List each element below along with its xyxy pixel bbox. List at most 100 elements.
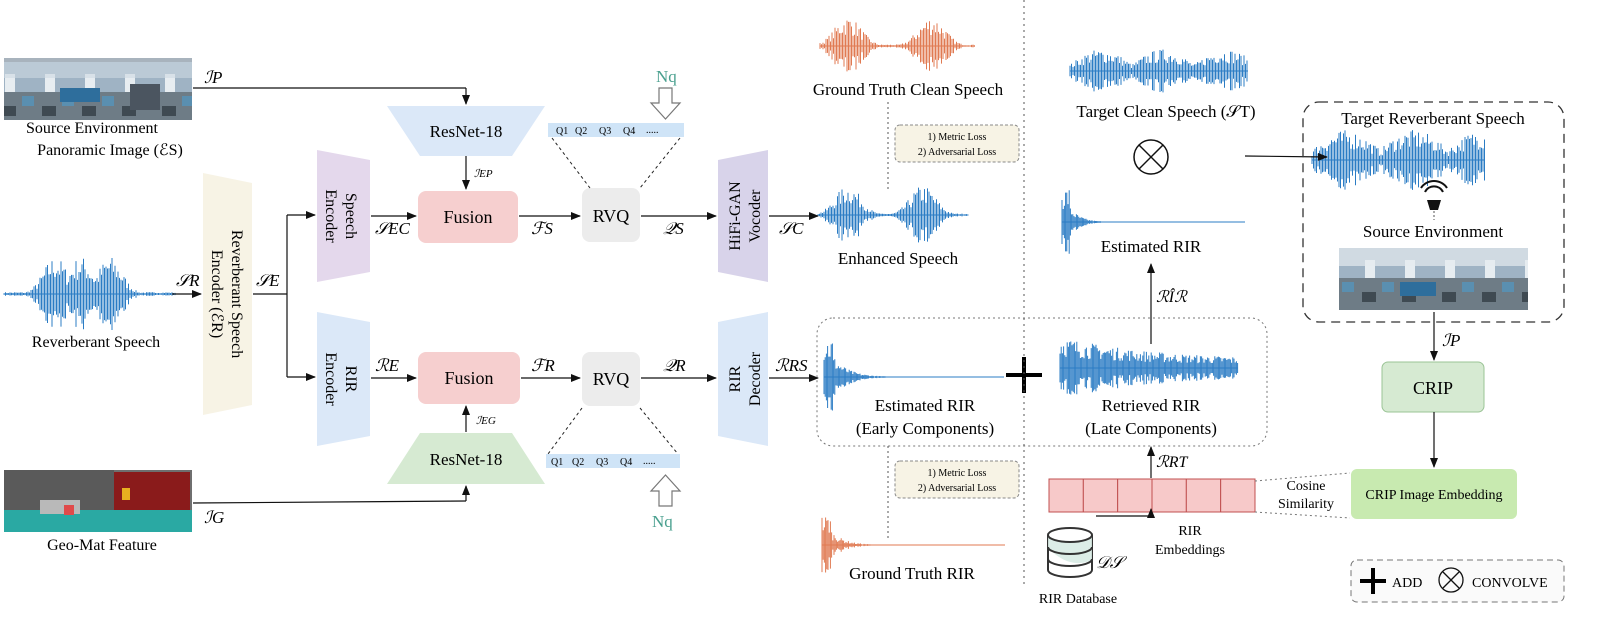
vocoder-label-1: HiFi-GAN [727, 181, 744, 251]
late-label-2: (Late Components) [1085, 419, 1217, 438]
codebook-top-dots: ..... [646, 125, 659, 136]
loss-bottom-2: 2) Adversarial Loss [918, 483, 996, 494]
reverberant-speech-encoder [203, 173, 252, 415]
add-icon [1006, 357, 1042, 393]
speech-encoder-label-1: Speech [342, 193, 359, 239]
rir-decoder [718, 312, 768, 446]
target-clean-speech-waveform [1069, 49, 1248, 93]
loss-top-1: 1) Metric Loss [928, 132, 987, 143]
codebook-top-q4: Q4 [623, 126, 635, 137]
fusion-top-label: Fusion [443, 207, 492, 227]
sym-ig: ℐG [204, 508, 224, 527]
target-reverb-label: Target Reverberant Speech [1341, 109, 1525, 128]
encoder-label-1: Reverberant Speech [228, 230, 245, 358]
early-label-2: (Early Components) [856, 419, 994, 438]
speaker-icon [1420, 179, 1448, 220]
sym-sc: 𝒮C [779, 219, 804, 238]
estimated-rir-waveform [1061, 190, 1245, 254]
sym-rir-hat: ℛÎℛ [1156, 287, 1188, 306]
rir-encoder-label-1: RIR [342, 366, 359, 393]
legend-add-icon [1360, 568, 1386, 594]
sym-ip: ℐP [204, 68, 222, 87]
enhanced-speech-label: Enhanced Speech [838, 249, 959, 268]
codebook-top: Q1 Q2 Q3 Q4 ..... [548, 123, 684, 137]
vocoder-label-2: Vocoder [747, 189, 764, 243]
gt-clean-speech-waveform [819, 20, 975, 72]
arrow-db-embeddings [1096, 508, 1155, 518]
codebook-bottom-q2: Q2 [572, 457, 584, 468]
cosine-link-bottom [1254, 511, 1351, 519]
resnet-top-label: ResNet-18 [430, 122, 503, 141]
nq-bottom-label: Nq [652, 512, 673, 531]
codebook-bottom: Q1 Q2 Q3 Q4 ..... [546, 454, 680, 468]
rvq-bottom-label: RVQ [593, 369, 630, 389]
target-env-image [1339, 248, 1528, 310]
rir-embeddings-label-2: Embeddings [1155, 543, 1225, 558]
gt-clean-speech-label: Ground Truth Clean Speech [813, 80, 1004, 99]
speech-encoder [317, 150, 370, 282]
sym-sr: 𝒮R [176, 271, 200, 290]
rvq-bottom [582, 352, 640, 406]
loss-bottom-1: 1) Metric Loss [928, 468, 987, 479]
geo-mat-label: Geo-Mat Feature [47, 537, 157, 554]
gt-rir-waveform [821, 517, 1005, 573]
codebook-top-link-right [639, 137, 681, 189]
loss-box-bottom [894, 460, 1020, 499]
target-reverberant-waveform [1311, 130, 1485, 190]
source-env-label-2: Panoramic Image (ℰS) [37, 142, 183, 159]
legend-add-label: ADD [1392, 576, 1422, 591]
codebook-bottom-link-left [547, 407, 583, 455]
legend-box [1350, 559, 1565, 603]
sym-fs: ℱS [531, 219, 553, 238]
decoder-label-2: Decoder [747, 351, 764, 406]
cosine-link-top [1254, 472, 1351, 482]
crip-embedding-block [1351, 469, 1517, 519]
rir-encoder [317, 312, 370, 446]
rir-database-label: RIR Database [1039, 592, 1117, 607]
rvq-top [582, 188, 640, 242]
rir-database-icon [1047, 527, 1093, 578]
crip-embedding-label: CRIP Image Embedding [1365, 488, 1502, 503]
rir-embedding-cell [1048, 478, 1084, 513]
sym-qr: 𝒬R [663, 356, 686, 375]
early-label-1: Estimated RIR [875, 396, 976, 415]
cosine-label-2: Similarity [1278, 497, 1334, 512]
reverberant-speech-label: Reverberant Speech [32, 334, 160, 351]
rir-embedding-cell [1117, 478, 1153, 513]
nq-top-arrow-icon [649, 87, 682, 120]
rir-embeddings-label-1: RIR [1178, 524, 1202, 539]
fusion-top [418, 191, 518, 243]
rvq-top-label: RVQ [593, 206, 630, 226]
target-reverb-box [1302, 101, 1565, 323]
source-environment-label: Source Environment [1363, 222, 1503, 241]
reverberant-speech-waveform [3, 258, 176, 330]
nq-top-label: Nq [656, 67, 677, 86]
line-ig [192, 500, 467, 504]
early-components-waveform [823, 343, 1004, 411]
codebook-bottom-q3: Q3 [596, 457, 608, 468]
cosine-label-1: Cosine [1287, 479, 1326, 494]
arrow-to-target-reverb [1244, 152, 1328, 161]
codebook-bottom-q1: Q1 [551, 457, 563, 468]
rir-embeddings-bar [1048, 478, 1256, 513]
sym-fr: ℱR [531, 356, 555, 375]
legend-convolve-icon [1438, 567, 1464, 593]
speech-encoder-label-2: Encoder [322, 189, 339, 243]
resnet-bottom [387, 433, 545, 484]
crip-block [1381, 361, 1485, 413]
sym-rrt: ℛRT [1156, 454, 1189, 471]
rir-embedding-cell [1185, 478, 1222, 513]
loss-top-2: 2) Adversarial Loss [918, 147, 996, 158]
rir-embedding-cell [1082, 478, 1119, 513]
sym-iep: ℐEP [474, 168, 493, 180]
source-panoramic-image [4, 58, 192, 120]
rir-embedding-cell [1220, 478, 1256, 513]
legend-convolve-label: CONVOLVE [1472, 576, 1548, 591]
sym-ieg: ℐEG [476, 415, 496, 427]
rir-encoder-label-2: Encoder [322, 352, 339, 406]
gt-rir-label: Ground Truth RIR [849, 564, 975, 583]
codebook-bottom-q4: Q4 [620, 457, 632, 468]
resnet-top [387, 106, 545, 156]
codebook-top-link-left [551, 137, 591, 189]
